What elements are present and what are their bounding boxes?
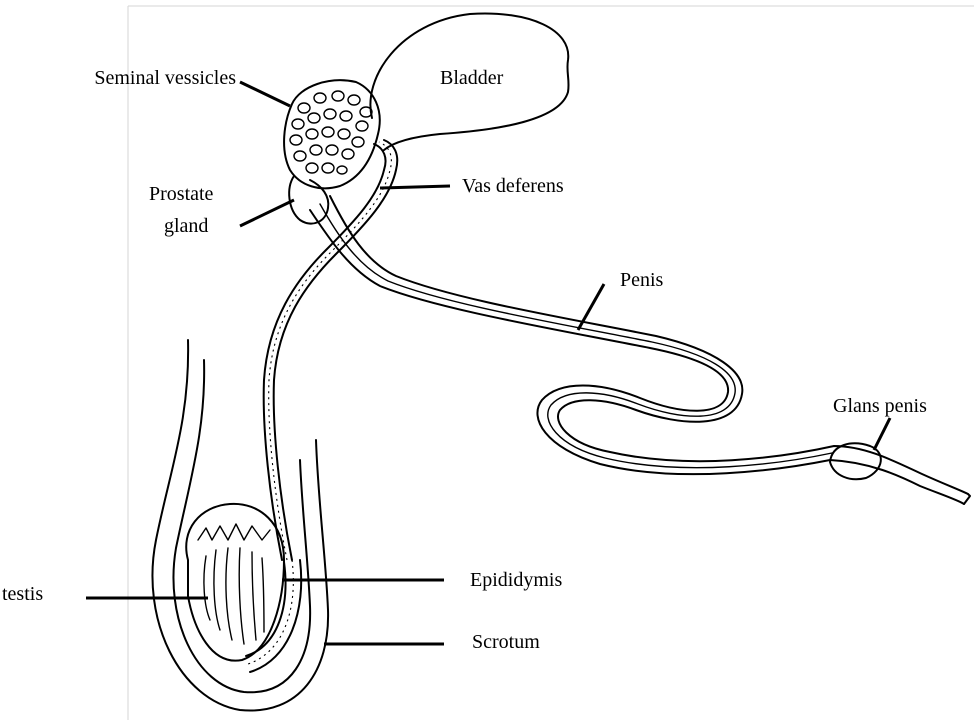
label-vas-deferens: Vas deferens — [462, 175, 564, 197]
label-testis: testis — [2, 583, 43, 605]
prostate-gland-outline — [289, 176, 328, 224]
scrotum-outer — [152, 340, 328, 711]
label-prostate-line2: gland — [164, 215, 208, 237]
label-prostate-line1: Prostate — [149, 183, 214, 205]
urethra-inner — [330, 196, 968, 494]
urethra-outer — [310, 210, 964, 504]
prostate-gland-leader — [240, 200, 294, 226]
label-scrotum: Scrotum — [472, 631, 540, 653]
glans-penis-leader — [874, 418, 890, 450]
label-epididymis: Epididymis — [470, 569, 562, 591]
seminal-vesicle-lobules — [290, 91, 372, 174]
testis-lobules — [204, 548, 264, 644]
urethra-lumen — [320, 204, 832, 468]
scrotum-inner — [173, 360, 310, 692]
testis-tunica — [198, 524, 270, 540]
label-penis: Penis — [620, 269, 664, 291]
testis-outline — [186, 504, 284, 661]
epididymis-hatching — [248, 560, 293, 664]
label-bladder: Bladder — [440, 67, 504, 89]
vas-deferens-leader — [380, 186, 450, 188]
label-seminal-vesicles: Seminal vessicles — [94, 67, 236, 89]
vas-deferens-inner — [274, 140, 398, 560]
seminal-vesicles-leader — [240, 82, 290, 106]
glans-tip — [964, 494, 970, 504]
label-glans-penis: Glans penis — [833, 395, 927, 417]
